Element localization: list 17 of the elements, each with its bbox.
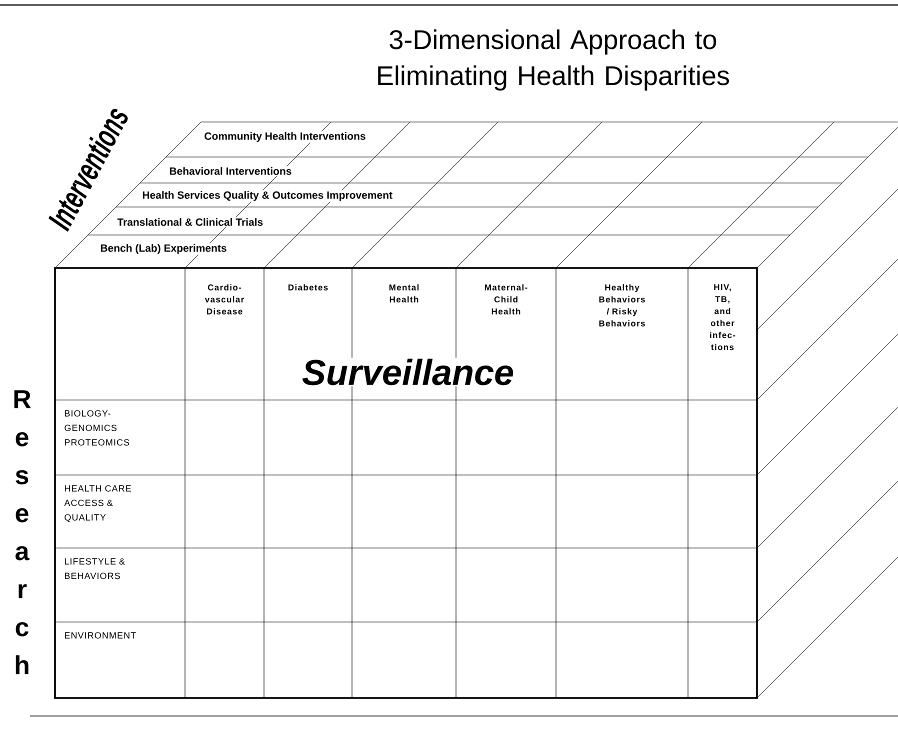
row-header: ENVIRONMENT	[64, 632, 136, 639]
layer-label: Health Services Quality & Outcomes Improvement	[141, 190, 394, 202]
title: 3-Dimensional Approach to Eliminating Health Disparities	[378, 29, 729, 91]
column-header: Healthy Behaviors / Risky Behaviors	[599, 284, 645, 326]
axis-title: Surveillance	[300, 358, 516, 386]
row-header: LIFESTYLE & BEHAVIORS	[64, 558, 125, 580]
column-header: Cardio- vascular Disease	[204, 284, 244, 314]
column-header: Mental Health	[389, 284, 419, 302]
column-header: Diabetes	[288, 284, 328, 290]
row-header: BIOLOGY- GENOMICS PROTEOMICS	[64, 410, 130, 446]
column-header: HIV, TB, and other infec- tions	[710, 284, 736, 350]
row-header: HEALTH CARE ACCESS & QUALITY	[64, 485, 131, 522]
layer-label: Bench (Lab) Experiments	[99, 243, 228, 255]
layer-label: Behavioral Interventions	[168, 166, 293, 176]
axis-title: Research	[14, 390, 31, 674]
column-header: Maternal- Child Health	[484, 284, 528, 314]
layer-label: Community Health Interventions	[203, 131, 367, 143]
